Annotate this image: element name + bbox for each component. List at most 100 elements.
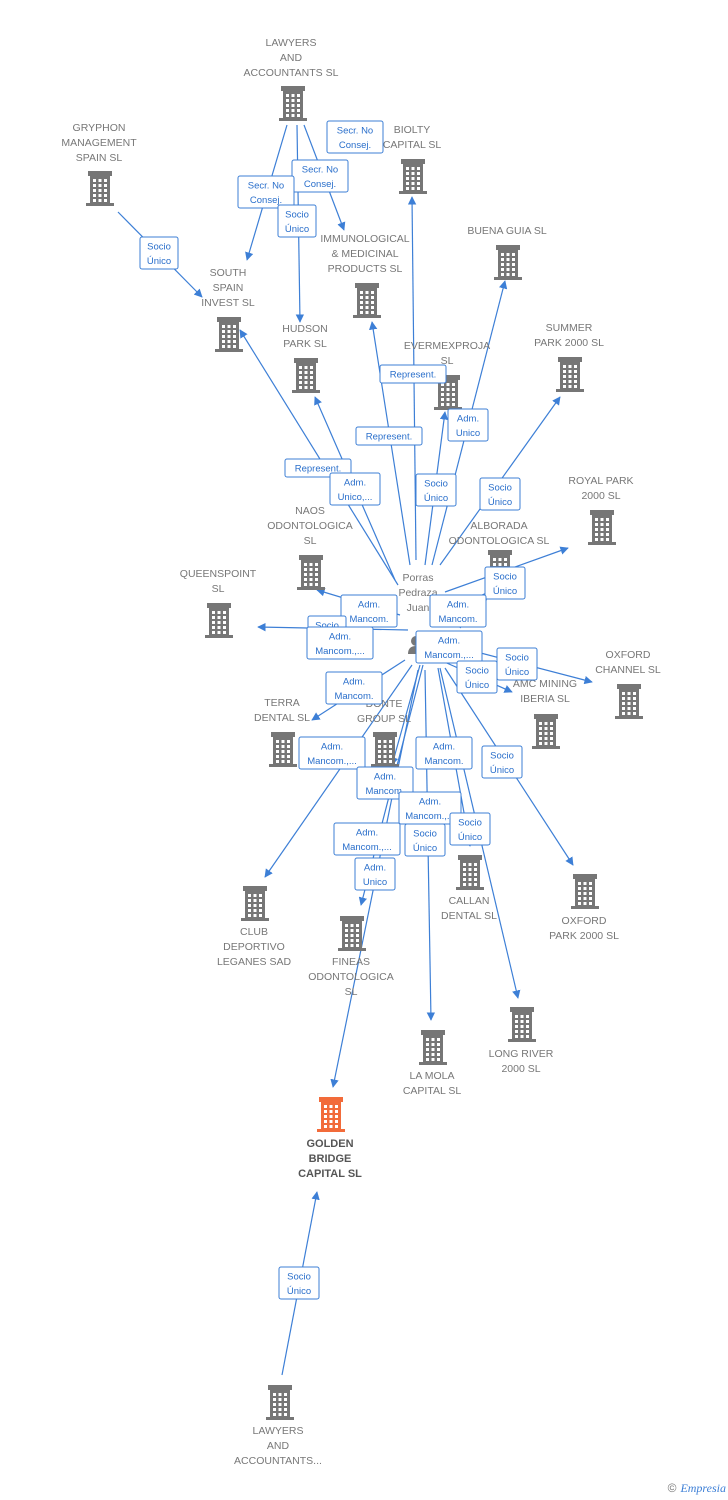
building-icon[interactable] bbox=[571, 874, 599, 909]
building-icon[interactable] bbox=[297, 555, 325, 590]
building-icon[interactable] bbox=[494, 245, 522, 280]
company-name-line: SPAIN SL bbox=[76, 152, 123, 164]
relation-label[interactable]: Adm.Unico,... bbox=[329, 472, 381, 506]
person-name-line: Porras bbox=[403, 572, 434, 584]
company-name-line: HUDSON bbox=[282, 323, 328, 335]
relation-label-line: Socio bbox=[505, 653, 529, 664]
building-icon[interactable] bbox=[205, 603, 233, 638]
relation-label[interactable]: Represent. bbox=[355, 426, 423, 446]
relation-label[interactable]: Adm.Mancom. bbox=[340, 594, 398, 628]
relation-label[interactable]: Adm.Mancom.,... bbox=[415, 630, 483, 664]
relation-label-line: Socio bbox=[287, 1272, 311, 1283]
building-icon[interactable] bbox=[241, 886, 269, 921]
relation-label-line: Socio bbox=[424, 479, 448, 490]
building-icon[interactable] bbox=[588, 510, 616, 545]
building-icon[interactable] bbox=[371, 732, 399, 767]
relation-label[interactable]: Adm.Unico bbox=[447, 408, 489, 442]
building-icon[interactable] bbox=[532, 714, 560, 749]
relation-label[interactable]: Adm.Mancom. bbox=[415, 736, 473, 770]
relation-label[interactable]: Adm.Mancom.,... bbox=[398, 791, 462, 825]
building-icon[interactable] bbox=[317, 1097, 345, 1132]
building-icon[interactable] bbox=[279, 86, 307, 121]
building-icon[interactable] bbox=[338, 916, 366, 951]
building-icon[interactable] bbox=[556, 357, 584, 392]
company-name-line: INVEST SL bbox=[201, 297, 255, 309]
building-icon[interactable] bbox=[615, 684, 643, 719]
relation-label[interactable]: Adm.Mancom. bbox=[356, 766, 414, 800]
relation-label-line: Socio bbox=[285, 210, 309, 221]
building-icon[interactable] bbox=[399, 159, 427, 194]
building-icon[interactable] bbox=[508, 1007, 536, 1042]
relation-label[interactable]: Adm.Mancom. bbox=[429, 594, 487, 628]
building-icon[interactable] bbox=[292, 358, 320, 393]
relation-label[interactable]: Adm.Mancom.,... bbox=[333, 822, 401, 856]
relation-label-line: Adm. bbox=[457, 414, 479, 425]
building-icon[interactable] bbox=[434, 375, 462, 410]
relation-label[interactable]: Adm.Mancom.,... bbox=[306, 626, 374, 660]
relation-label[interactable]: Adm.Mancom. bbox=[325, 671, 383, 705]
relation-label-line: Socio bbox=[490, 751, 514, 762]
building-icon[interactable] bbox=[419, 1030, 447, 1065]
company-name-line: SL bbox=[304, 535, 317, 547]
brand-logo-text[interactable]: Empresia bbox=[680, 1481, 726, 1495]
building-icon[interactable] bbox=[456, 855, 484, 890]
relation-label-text: Adm.Unico,... bbox=[338, 478, 373, 504]
relation-label-line: Mancom.,... bbox=[424, 650, 474, 661]
relation-label-text: Adm.Mancom. bbox=[349, 600, 388, 626]
company-name-line: 2000 SL bbox=[581, 490, 620, 502]
company-name[interactable]: BUENA GUIA SL bbox=[467, 225, 547, 237]
building-icon[interactable] bbox=[269, 732, 297, 767]
company-name-line: SOUTH bbox=[210, 267, 247, 279]
relation-label[interactable]: Adm.Unico bbox=[354, 857, 396, 891]
building-icon[interactable] bbox=[266, 1385, 294, 1420]
building-icon[interactable] bbox=[215, 317, 243, 352]
relation-label-text: Adm.Unico bbox=[363, 863, 387, 889]
relation-label[interactable]: Represent. bbox=[379, 364, 447, 384]
building-icon[interactable] bbox=[86, 171, 114, 206]
relation-label-line: Unico bbox=[363, 877, 387, 888]
building-icon[interactable] bbox=[353, 283, 381, 318]
relation-label-line: Único bbox=[488, 497, 512, 508]
relation-label-text: Adm.Mancom. bbox=[438, 600, 477, 626]
relation-label[interactable]: Adm.Mancom.,... bbox=[298, 736, 366, 770]
